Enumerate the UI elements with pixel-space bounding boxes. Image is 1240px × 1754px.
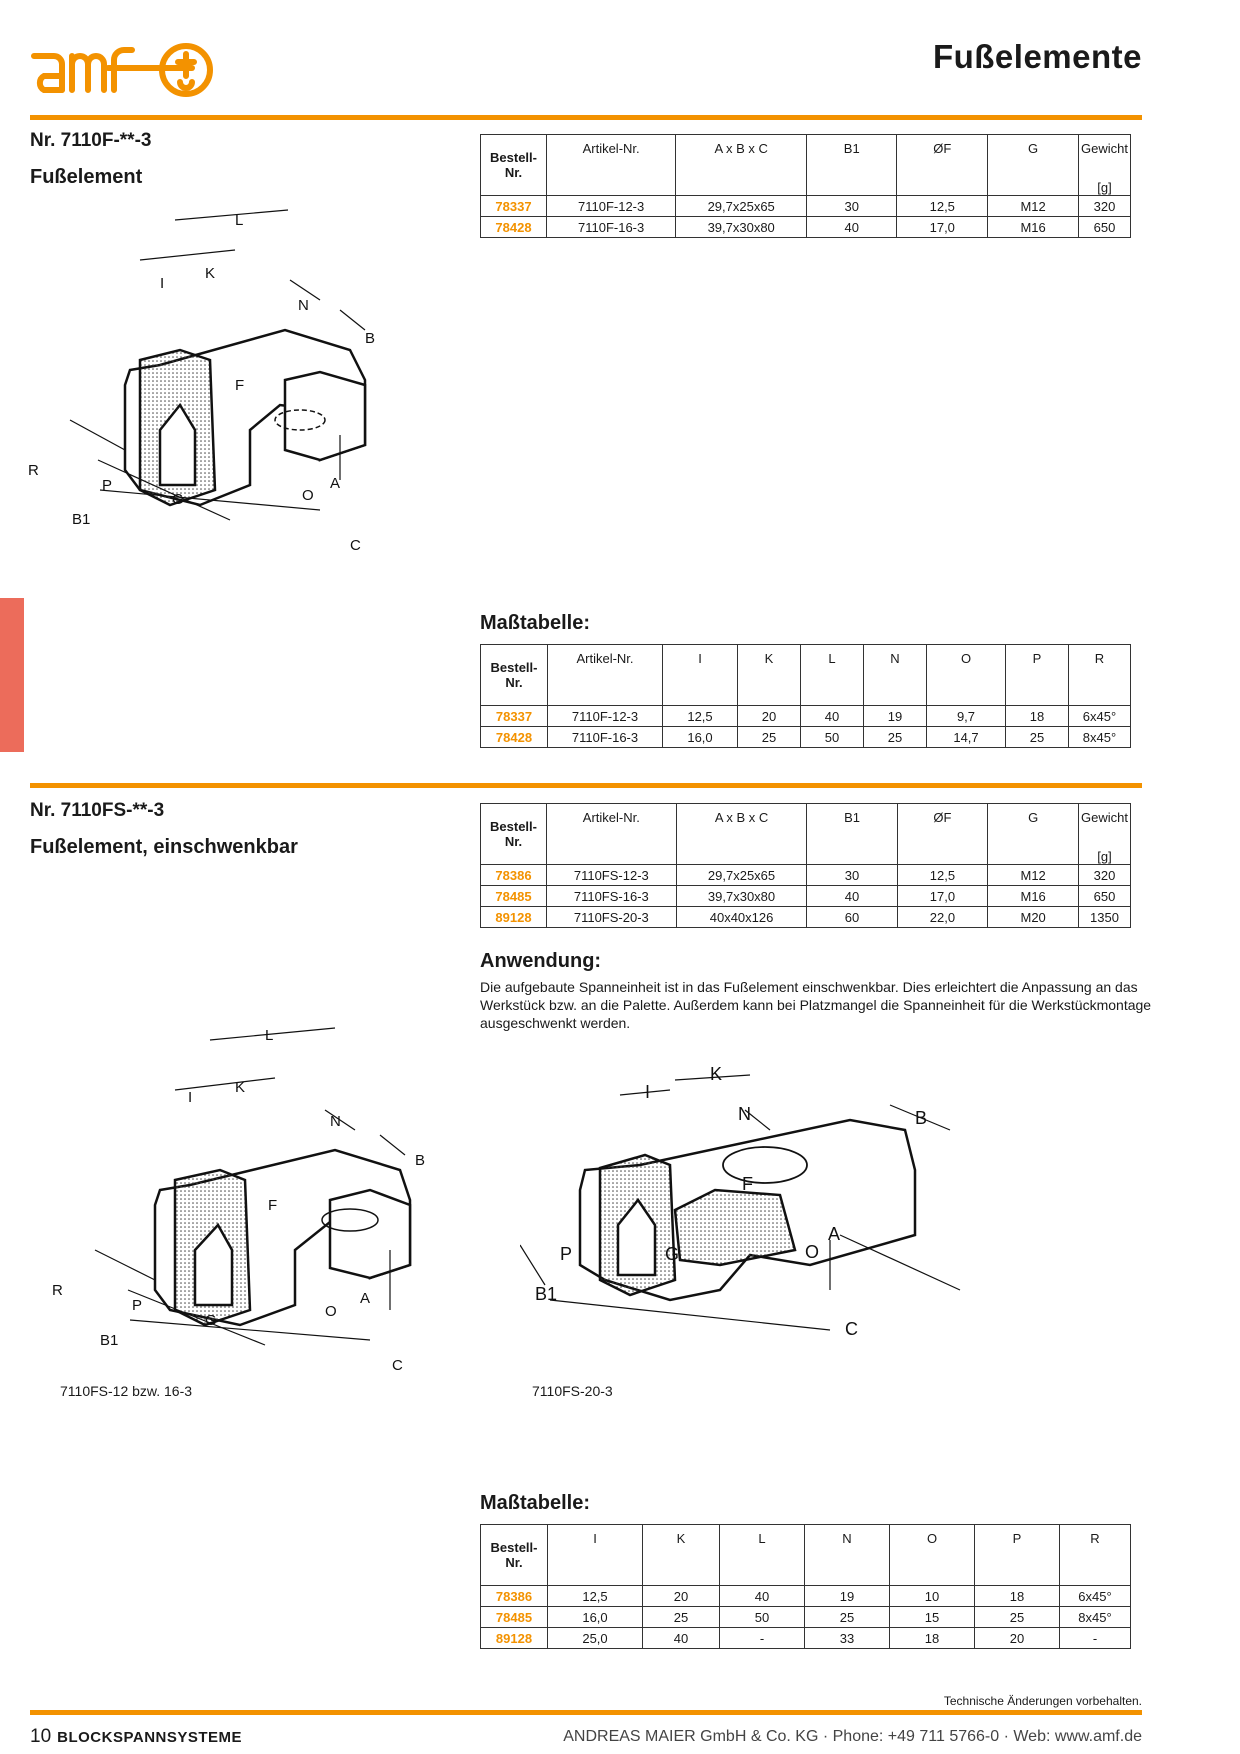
- svg-text:P: P: [560, 1244, 572, 1264]
- svg-text:K: K: [710, 1064, 722, 1084]
- header-rule: [30, 115, 1142, 120]
- dim-label: A: [330, 475, 340, 492]
- section2-masstabelle-title: Maßtabelle:: [480, 1492, 591, 1514]
- svg-text:C: C: [392, 1357, 403, 1374]
- anwendung-title: Anwendung:: [480, 950, 602, 972]
- svg-text:N: N: [738, 1104, 751, 1124]
- footer-note: Technische Änderungen vorbehalten.: [943, 1694, 1142, 1708]
- dim-label: K: [205, 265, 215, 282]
- svg-text:I: I: [645, 1082, 650, 1102]
- section2-drawing-right: K I N B F P G O A B1 C: [520, 1064, 961, 1339]
- dim-label: B: [365, 330, 375, 347]
- section1-name: Fußelement: [30, 166, 143, 188]
- col-bestell-nr: Bestell-Nr.: [490, 150, 537, 180]
- dim-label: L: [235, 212, 243, 229]
- svg-text:B: B: [415, 1152, 425, 1169]
- footer-company: ANDREAS MAIER GmbH & Co. KG · Phone: +49…: [563, 1728, 1142, 1745]
- footer-rule: [30, 1710, 1142, 1715]
- dim-label: P: [102, 477, 112, 494]
- section1-main-table: Bestell-Nr. Artikel-Nr. A x B x C B1 ØF …: [479, 134, 1131, 238]
- dim-label: C: [350, 537, 361, 554]
- dim-label: G: [172, 491, 184, 508]
- svg-text:N: N: [330, 1113, 341, 1130]
- dim-label: F: [235, 377, 244, 394]
- svg-text:A: A: [360, 1290, 370, 1307]
- svg-text:P: P: [132, 1297, 142, 1314]
- section2-rule: [30, 783, 1142, 788]
- svg-text:R: R: [52, 1282, 63, 1299]
- section2-nr: Nr. 7110FS-**-3: [30, 800, 165, 821]
- svg-text:B1: B1: [100, 1332, 118, 1349]
- amf-logo: [31, 43, 213, 97]
- chapter-tab: [0, 598, 24, 752]
- dim-label: N: [298, 297, 309, 314]
- dim-label: O: [302, 487, 314, 504]
- svg-text:G: G: [205, 1312, 217, 1329]
- svg-text:F: F: [742, 1174, 753, 1194]
- section2-main-table: Bestell-Nr. Artikel-Nr. A x B x C B1 ØF …: [480, 803, 1131, 928]
- section1-nr: Nr. 7110F-**-3: [30, 130, 152, 151]
- page-title: Fußelemente: [932, 38, 1142, 75]
- svg-text:B: B: [915, 1108, 927, 1128]
- svg-text:G: G: [665, 1244, 679, 1264]
- svg-text:K: K: [235, 1079, 245, 1096]
- svg-text:I: I: [188, 1089, 192, 1106]
- caption-left: 7110FS-12 bzw. 16-3: [60, 1383, 193, 1399]
- svg-text:B1: B1: [535, 1284, 557, 1304]
- section1-dims-table: Bestell-Nr. Artikel-Nr. I K L N O P R 78…: [480, 644, 1131, 748]
- caption-right: 7110FS-20-3: [532, 1383, 613, 1399]
- dim-label: R: [28, 462, 39, 479]
- dim-label: B1: [72, 511, 90, 528]
- svg-text:O: O: [805, 1242, 819, 1262]
- svg-text:F: F: [268, 1197, 277, 1214]
- anwendung-text: Die aufgebaute Spanneinheit ist in das F…: [480, 979, 1152, 1031]
- section2-drawing-left: L K I N B F R P G O A B1 C: [52, 1027, 425, 1374]
- svg-text:A: A: [828, 1224, 840, 1244]
- section1-technical-drawing: L K I N B F R P G O A B1 C: [28, 209, 375, 554]
- dim-label: I: [160, 275, 164, 292]
- svg-text:O: O: [325, 1303, 337, 1320]
- section1-masstabelle-title: Maßtabelle:: [480, 612, 591, 634]
- section2-name: Fußelement, einschwenkbar: [30, 836, 298, 858]
- svg-text:L: L: [265, 1027, 273, 1044]
- svg-text:C: C: [845, 1319, 858, 1339]
